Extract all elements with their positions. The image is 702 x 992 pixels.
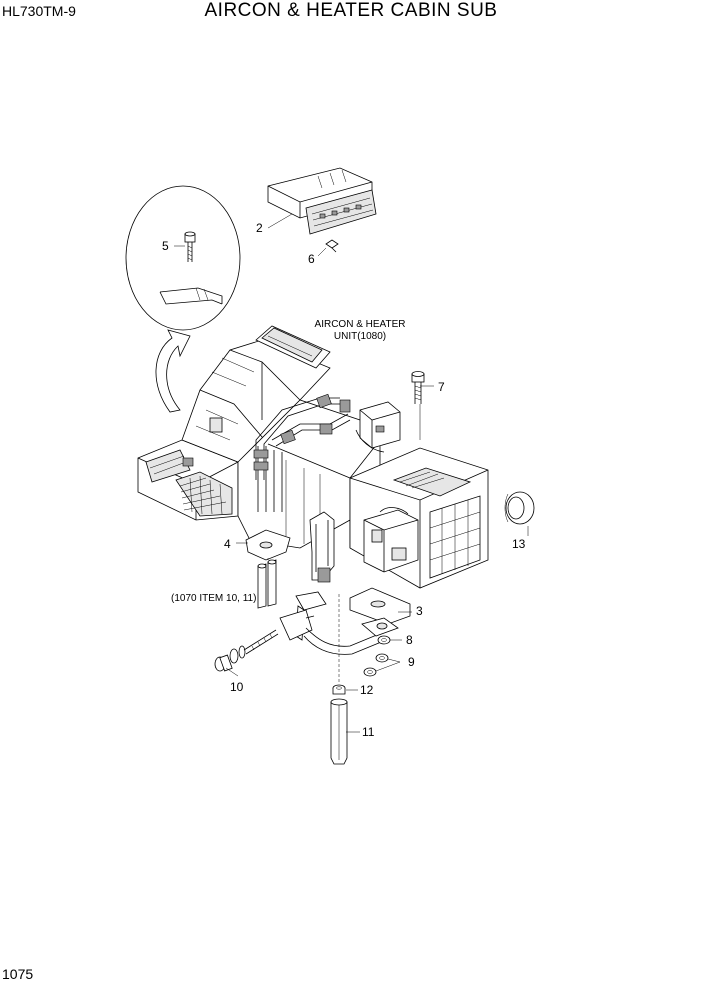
- reference-tubes: [257, 559, 277, 609]
- part-label: 12: [360, 683, 374, 697]
- part-label: 6: [308, 252, 315, 266]
- reference-note: (1070 ITEM 10, 11): [171, 593, 256, 604]
- part-label: 4: [224, 537, 231, 551]
- curved-arrow-icon: [155, 329, 191, 413]
- nut-icon: [332, 684, 346, 695]
- control-panel-part: [267, 167, 377, 235]
- nut-icon: [363, 667, 377, 677]
- part-label: 10: [230, 680, 244, 694]
- part-label: 8: [406, 633, 413, 647]
- part-label: 5: [162, 239, 169, 253]
- detail-view-circle: [125, 185, 241, 413]
- aircon-heater-unit: [137, 325, 489, 589]
- seal-ring-part: [504, 491, 535, 525]
- unit-label-line2: UNIT(1080): [334, 331, 386, 342]
- part-label: 2: [256, 221, 263, 235]
- screw-icon: [325, 239, 339, 253]
- grommet-part: [349, 587, 411, 625]
- model-number: HL730TM-9: [2, 3, 76, 19]
- nut-icon: [375, 653, 389, 663]
- part-label: 7: [438, 380, 445, 394]
- drain-hose-part: [330, 698, 348, 765]
- leader-lines: [174, 213, 529, 733]
- unit-label-line1: AIRCON & HEATER: [315, 319, 406, 330]
- part-label: 13: [512, 537, 526, 551]
- part-label: 11: [362, 725, 375, 739]
- screw-icon: [184, 231, 196, 262]
- grommet-part: [245, 529, 291, 561]
- bolt-icon: [411, 371, 425, 404]
- part-label: 3: [416, 604, 423, 618]
- bracket-assembly: [279, 591, 399, 655]
- part-label: 9: [408, 655, 415, 669]
- bolt-assembly-part: [214, 629, 279, 672]
- page-number: 1075: [2, 966, 34, 982]
- page-title: AIRCON & HEATER CABIN SUB: [204, 0, 498, 21]
- nut-icon: [377, 635, 391, 645]
